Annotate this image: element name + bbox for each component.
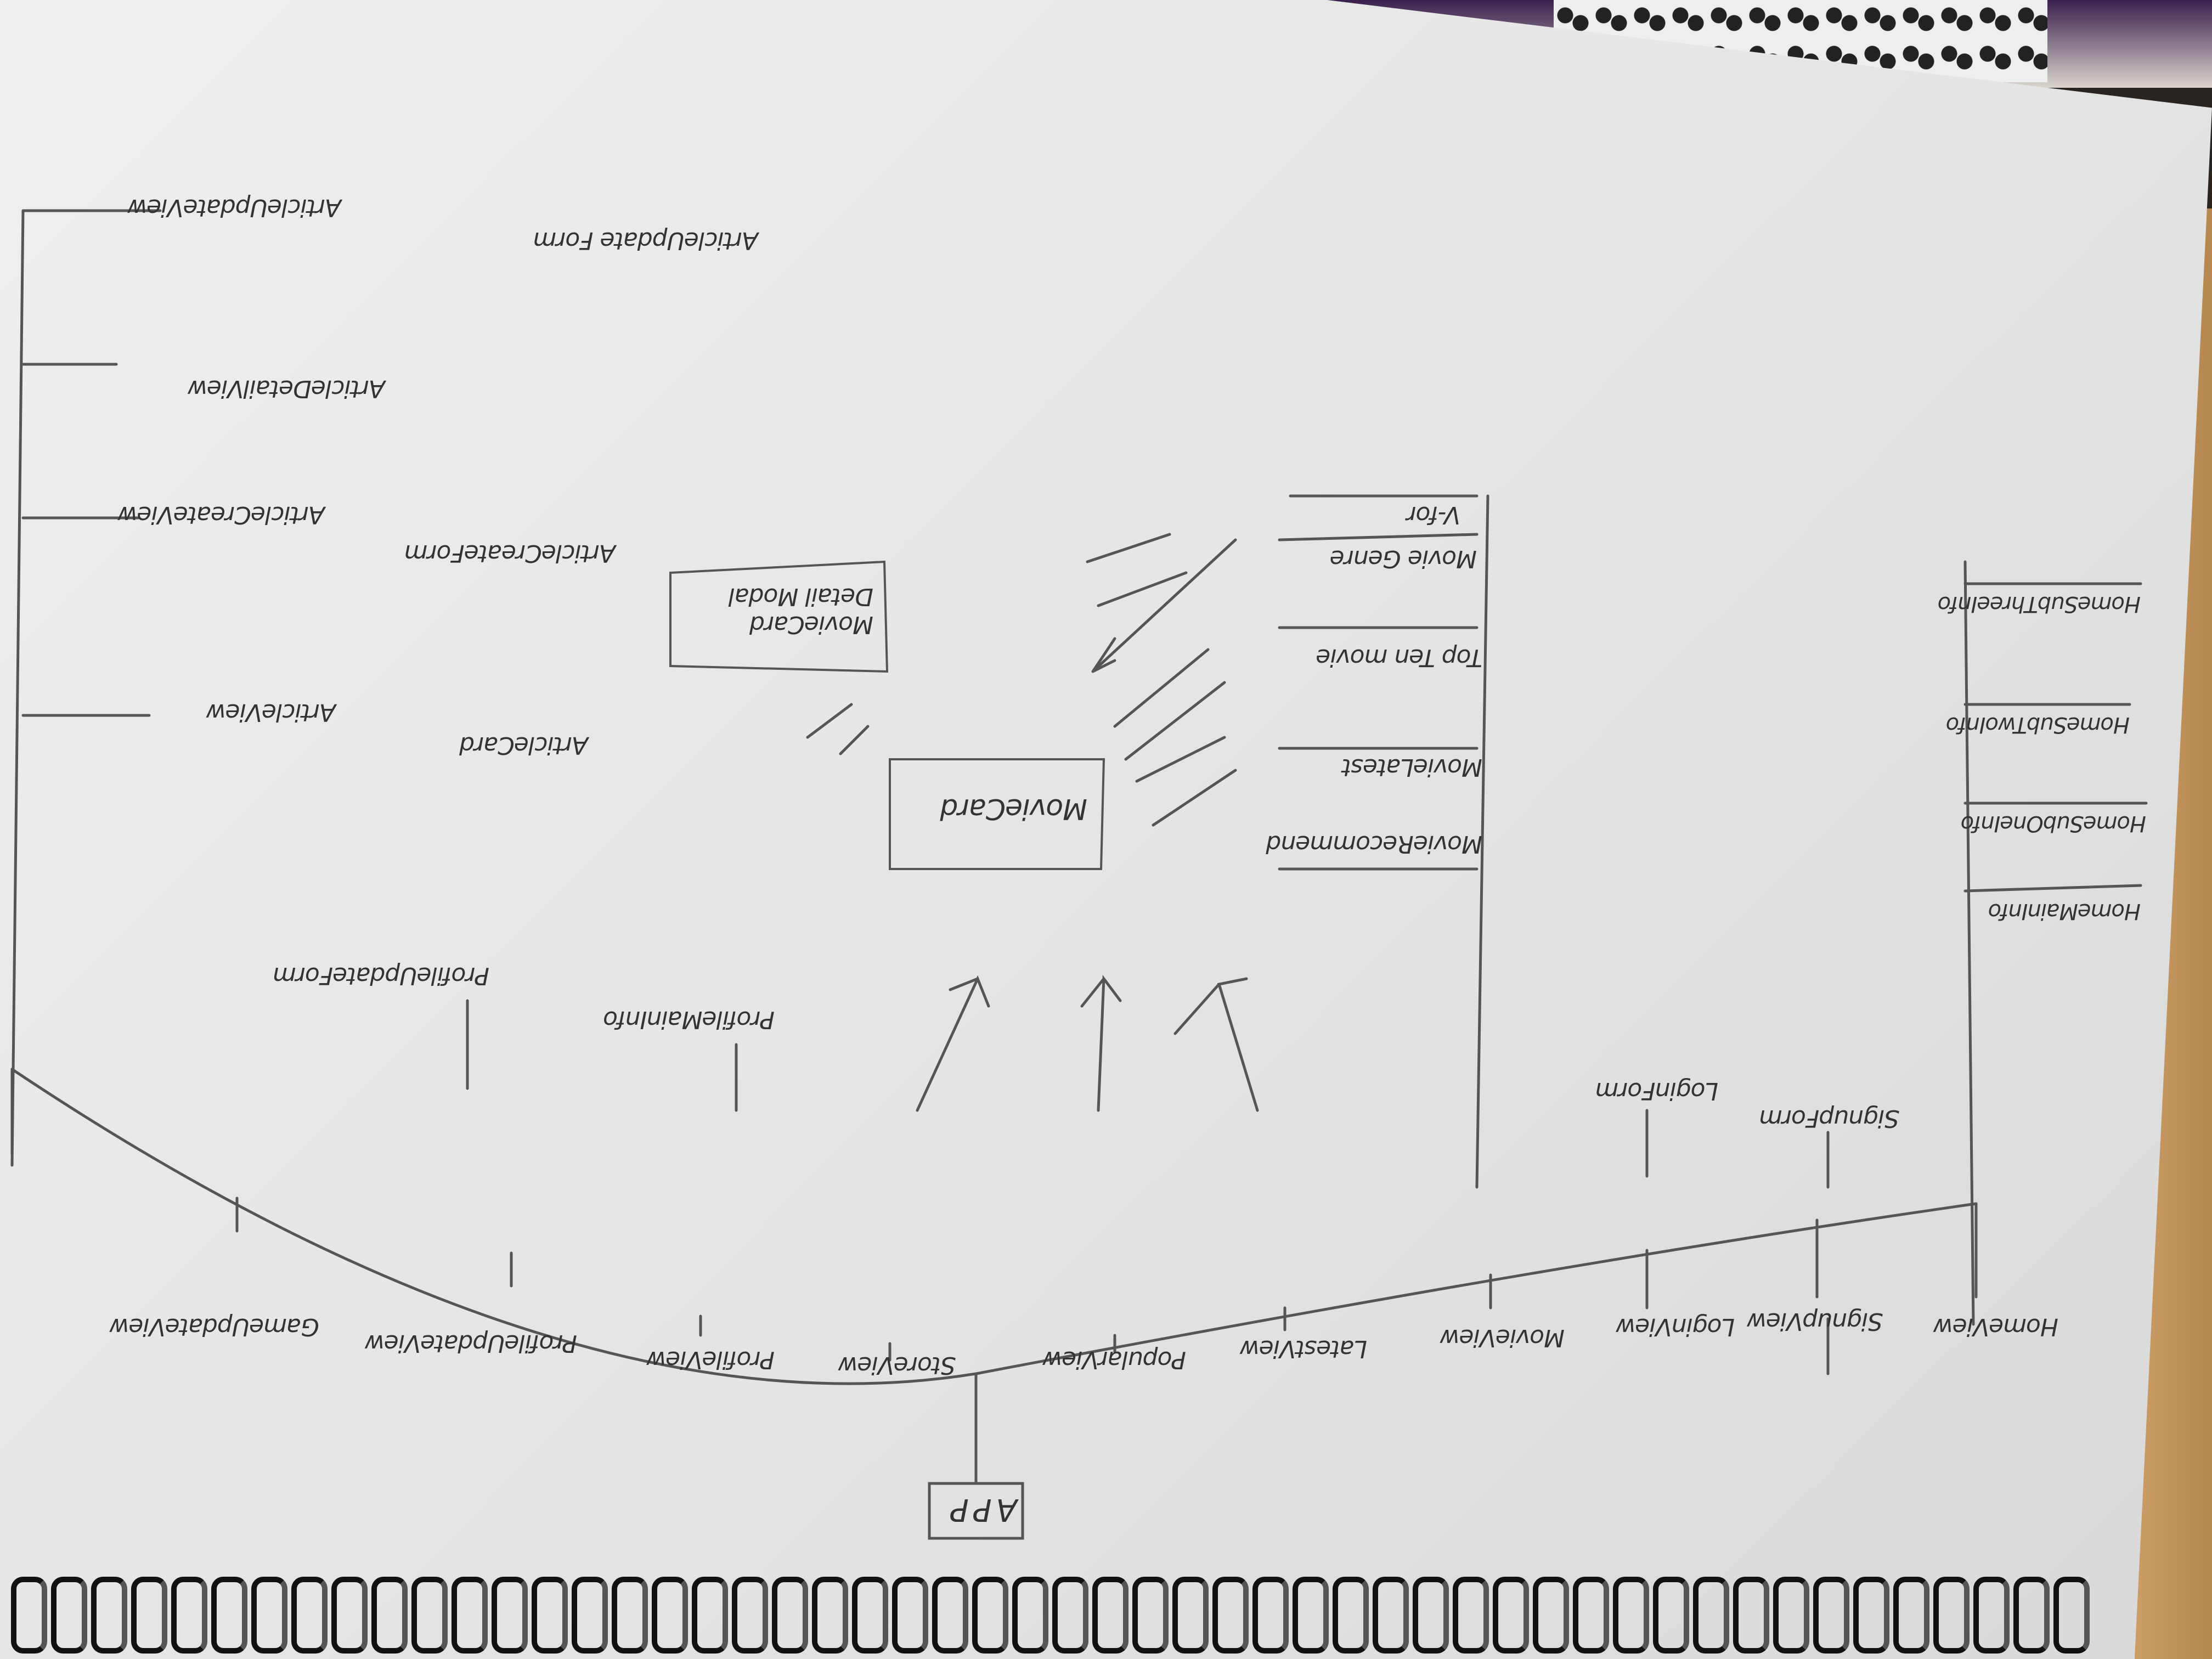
- movie-card: MovieCard: [940, 792, 1087, 825]
- binding-ring: [1453, 1577, 1489, 1654]
- article-create-view: ArticleCreateView: [118, 501, 325, 529]
- binding-ring: [1533, 1577, 1569, 1654]
- binding-ring: [2013, 1577, 2050, 1654]
- app-label: APP: [946, 1492, 1017, 1527]
- binding-ring: [932, 1577, 968, 1654]
- view-popular: PopularView: [1043, 1346, 1186, 1374]
- profile-main-info: ProfileMainInfo: [603, 1006, 775, 1034]
- binding-ring: [1933, 1577, 1970, 1654]
- view-movie: MovieView: [1440, 1324, 1565, 1352]
- view-profileupdate: ProfileUpdateView: [365, 1329, 577, 1357]
- article-card: ArticleCard: [460, 731, 588, 759]
- binding-ring: [2053, 1577, 2090, 1654]
- view-latest: LatestView: [1240, 1335, 1367, 1363]
- binding-ring: [1012, 1577, 1048, 1654]
- binding-ring: [1493, 1577, 1529, 1654]
- binding-ring: [452, 1577, 488, 1654]
- movie-card-detail-modal: MovieCard Detail Modal: [729, 583, 873, 639]
- binding-ring: [1613, 1577, 1649, 1654]
- binding-ring: [411, 1577, 448, 1654]
- binding-ring: [492, 1577, 528, 1654]
- article-update-view: ArticleUpdateView: [128, 194, 341, 222]
- binding-ring: [251, 1577, 287, 1654]
- binding-ring: [772, 1577, 808, 1654]
- movie-genre: Movie Genre: [1330, 545, 1477, 573]
- binding-ring: [692, 1577, 728, 1654]
- movie-recommend: MovieRecommend: [1266, 830, 1482, 858]
- movie-vfor: V-for: [1407, 501, 1460, 529]
- binding-ring: [1333, 1577, 1369, 1654]
- spiral-binding: [0, 1577, 2112, 1659]
- binding-ring: [1293, 1577, 1329, 1654]
- binding-ring: [1573, 1577, 1609, 1654]
- binding-ring: [852, 1577, 888, 1654]
- binding-ring: [732, 1577, 768, 1654]
- binding-ring: [812, 1577, 848, 1654]
- binding-ring: [572, 1577, 608, 1654]
- binding-ring: [1893, 1577, 1929, 1654]
- login-form: LoginForm: [1595, 1077, 1718, 1105]
- binding-ring: [1813, 1577, 1849, 1654]
- home-sub-two-info: HomeSubTwoInfo: [1946, 712, 2130, 737]
- view-store: StoreView: [838, 1351, 956, 1379]
- binding-ring: [131, 1577, 167, 1654]
- binding-ring: [211, 1577, 247, 1654]
- binding-ring: [1693, 1577, 1729, 1654]
- top-ten-movie: Top Ten movie: [1316, 644, 1482, 672]
- view-login: LoginView: [1616, 1313, 1735, 1341]
- binding-ring: [1773, 1577, 1809, 1654]
- binding-ring: [1212, 1577, 1249, 1654]
- home-main-info: HomeMainInfo: [1988, 899, 2141, 924]
- binding-ring: [1092, 1577, 1128, 1654]
- binding-ring: [11, 1577, 47, 1654]
- binding-ring: [652, 1577, 688, 1654]
- article-create-form: ArticleCreateForm: [404, 539, 616, 567]
- home-sub-one-info: HomeSubOneInfo: [1961, 811, 2146, 836]
- binding-ring: [612, 1577, 648, 1654]
- binding-ring: [1252, 1577, 1289, 1654]
- binding-ring: [1653, 1577, 1689, 1654]
- binding-ring: [1172, 1577, 1209, 1654]
- view-profile: ProfileView: [647, 1346, 775, 1374]
- binding-ring: [1853, 1577, 1889, 1654]
- binding-ring: [331, 1577, 368, 1654]
- home-sub-three-info: HomeSubThreeInfo: [1938, 591, 2141, 617]
- binding-ring: [1733, 1577, 1769, 1654]
- binding-ring: [1413, 1577, 1449, 1654]
- binding-ring: [171, 1577, 207, 1654]
- article-view: ArticleView: [206, 698, 336, 726]
- binding-ring: [1973, 1577, 2010, 1654]
- binding-ring: [532, 1577, 568, 1654]
- binding-ring: [291, 1577, 328, 1654]
- binding-ring: [1373, 1577, 1409, 1654]
- view-gameupdate: GameUpdateView: [110, 1313, 319, 1341]
- binding-ring: [1052, 1577, 1088, 1654]
- view-signup: SignupView: [1747, 1307, 1883, 1335]
- article-update-form: ArticleUpdate Form: [533, 227, 758, 255]
- movie-latest: MovieLatest: [1342, 753, 1482, 781]
- binding-ring: [51, 1577, 87, 1654]
- view-home: HomeView: [1933, 1313, 2058, 1341]
- signup-form: SignupForm: [1759, 1104, 1899, 1132]
- profile-update-form: ProfileUpdateForm: [273, 962, 489, 990]
- article-detail-view: ArticleDetailView: [188, 375, 385, 403]
- binding-ring: [972, 1577, 1008, 1654]
- binding-ring: [892, 1577, 928, 1654]
- binding-ring: [371, 1577, 408, 1654]
- binding-ring: [1132, 1577, 1169, 1654]
- binding-ring: [91, 1577, 127, 1654]
